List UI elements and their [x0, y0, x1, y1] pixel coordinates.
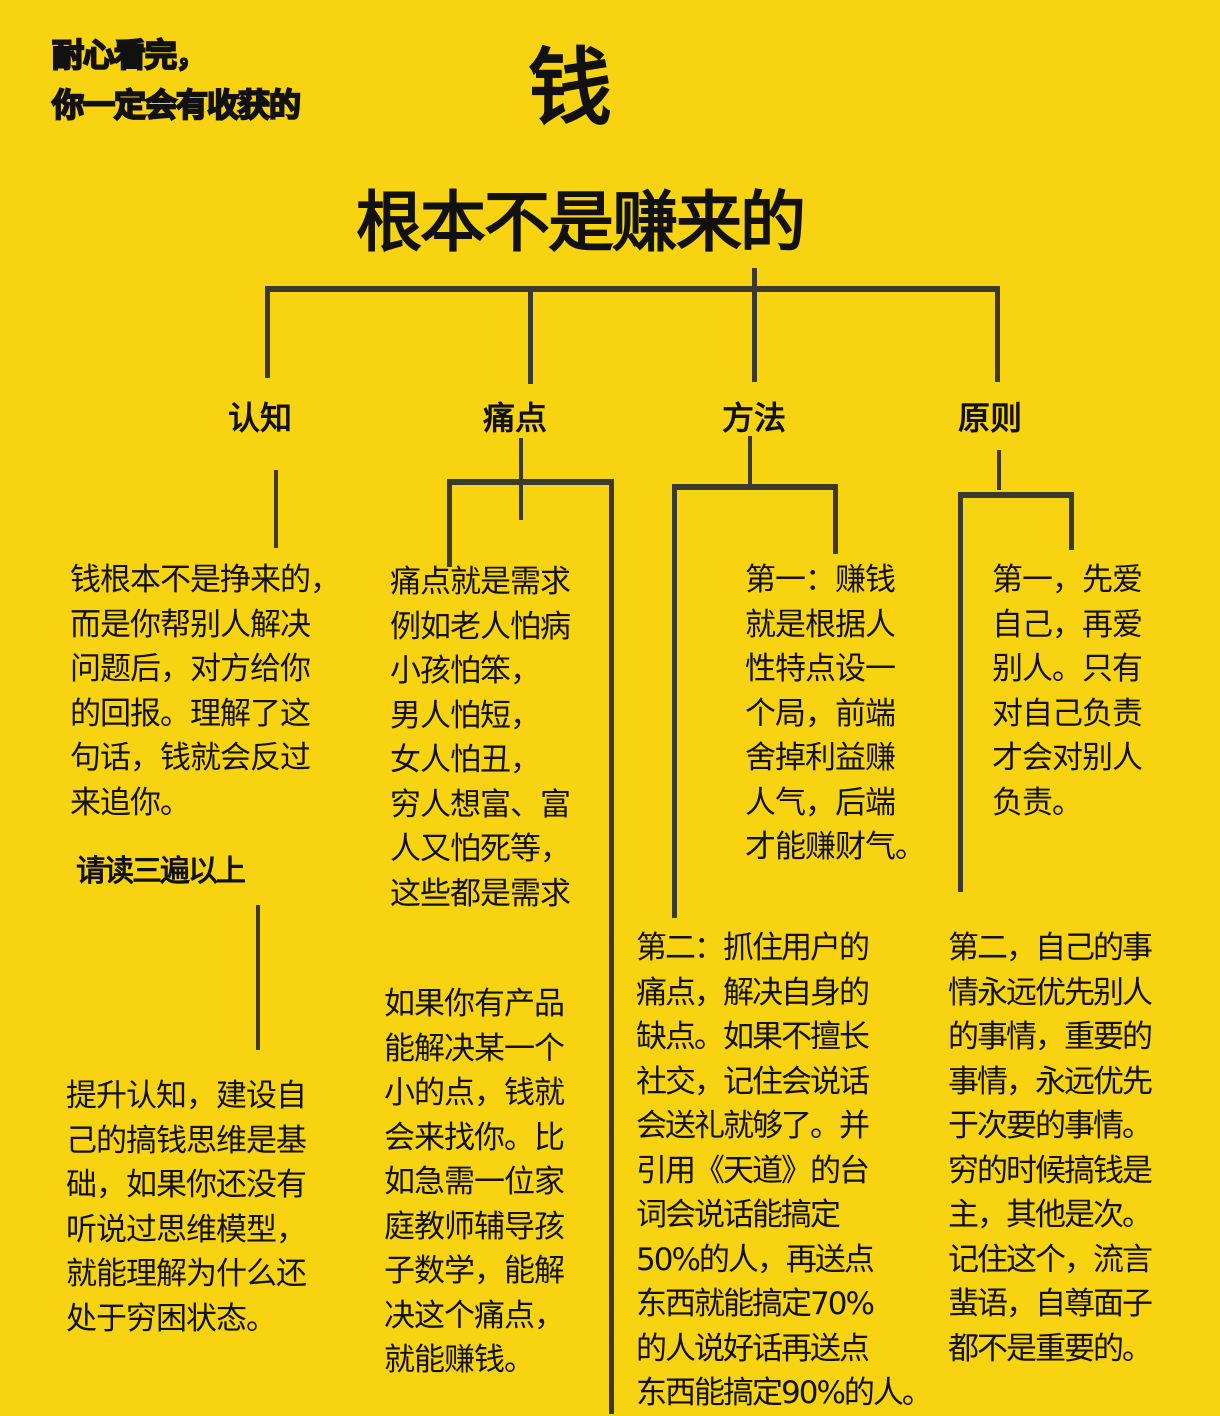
painpoint-block-1: 痛点就是需求 例如老人怕病 小孩怕笨， 男人怕短， 女人怕丑， 穷人想富、富 人…: [390, 564, 571, 912]
connector-method-left: [672, 484, 677, 918]
connector-method-bar: [672, 484, 838, 490]
cognition-reread-note: 请读三遍以上: [76, 854, 246, 889]
connector-principle-stem: [997, 450, 1001, 490]
connector-painpoint-bar: [447, 479, 614, 485]
painpoint-block-2: 如果你有产品 能解决某一个 小的点，钱就 会来找你。比 如急需一位家 庭教师辅导…: [384, 986, 565, 1378]
title-main: 钱: [528, 39, 613, 137]
header-note-line1: 耐心看完，: [51, 35, 209, 75]
connector-principle-left: [958, 492, 963, 892]
cognition-block-1: 钱根本不是挣来的， 而是你帮别人解决 问题后，对方给你 的回报。理解了这 句话，…: [70, 562, 341, 821]
title-subtitle: 根本不是赚来的: [356, 184, 806, 261]
header-note: 耐心看完， 你一定会有收获的: [51, 30, 302, 130]
connector-cognition-mid: [256, 905, 260, 1050]
branch-label-cognition: 认知: [228, 399, 293, 437]
branch-label-principle: 原则: [958, 399, 1023, 437]
branch-label-painpoint: 痛点: [483, 399, 548, 437]
principle-block-1: 第一，先爱 自己，再爱 别人。只有 对自己负责 才会对别人 负责。: [992, 562, 1143, 821]
connector-principle-bar: [958, 492, 1074, 498]
connector-root-stem: [752, 268, 757, 292]
connector-drop-principle: [995, 286, 1000, 382]
branch-label-method: 方法: [722, 399, 787, 437]
connector-method-right: [833, 484, 838, 554]
header-note-line2: 你一定会有收获的: [51, 85, 302, 125]
connector-painpoint-left: [447, 479, 452, 567]
connector-top-bar: [265, 286, 1000, 292]
method-block-1: 第一：赚钱 就是根据人 性特点设一 个局，前端 舍掉利益赚 人气，后端 才能赚财…: [745, 562, 926, 865]
connector-drop-cognition: [265, 286, 270, 378]
connector-cognition-top: [274, 470, 278, 548]
connector-painpoint-right: [609, 479, 614, 1414]
connector-principle-right: [1069, 492, 1074, 550]
principle-block-2: 第二，自己的事 情永远优先别人 的事情，重要的 事情，永远优先 于次要的事情。 …: [948, 930, 1153, 1367]
connector-method-stem: [748, 436, 752, 486]
cognition-block-2: 提升认知，建设自 己的搞钱思维是基 础，如果你还没有 听说过思维模型， 就能理解…: [66, 1078, 307, 1337]
connector-drop-method: [752, 286, 757, 382]
connector-drop-painpoint: [528, 286, 533, 384]
method-block-2: 第二：抓住用户的 痛点，解决自身的 缺点。如果不擅长 社交，记住会说话 会送礼就…: [636, 930, 933, 1411]
